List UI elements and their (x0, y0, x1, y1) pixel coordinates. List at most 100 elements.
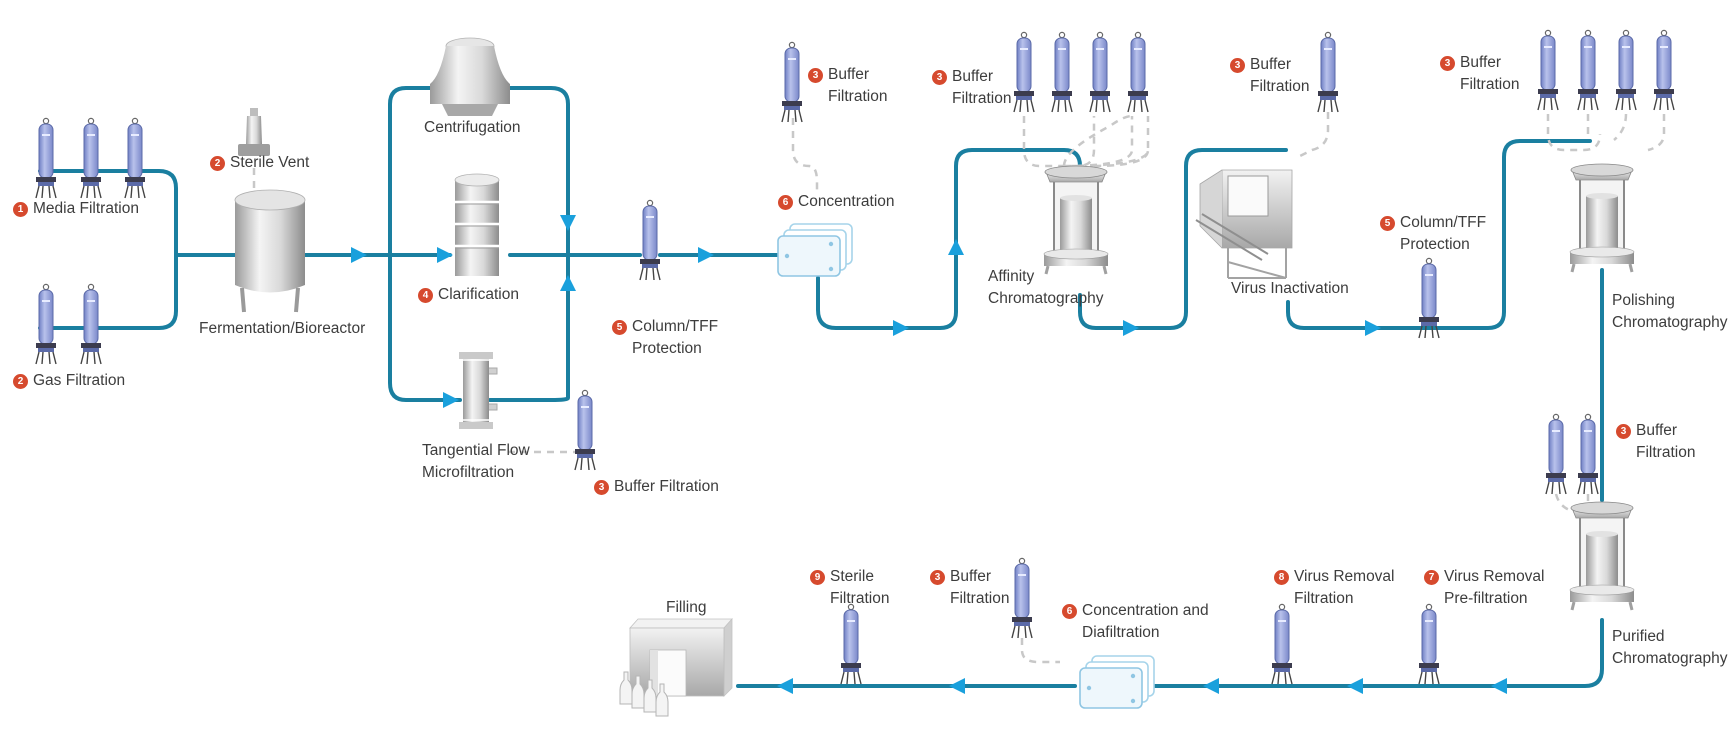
step-badge: 4 (418, 288, 433, 303)
step-badge: 8 (1274, 570, 1289, 585)
step-badge: 5 (612, 320, 627, 335)
flow-arrow (1365, 320, 1381, 336)
label-line: Buffer (828, 66, 870, 83)
filter-cartridge-icon (1545, 413, 1567, 495)
filter-cartridge-icon (1089, 31, 1111, 113)
filter-cartridge-icon (1011, 557, 1033, 639)
flow-arrow (893, 320, 909, 336)
vial-icon (631, 675, 645, 709)
label-line: Protection (1400, 236, 1470, 253)
label-buffer-filtration: 3 Buffer Filtration (808, 64, 887, 108)
label-line: Chromatography (988, 290, 1104, 307)
step-badge: 3 (932, 70, 947, 85)
label-line: Fermentation/Bioreactor (199, 320, 366, 337)
pipe-media-branch (38, 169, 178, 258)
label-line: Filtration (950, 590, 1010, 607)
filter-cartridge-icon (80, 117, 102, 199)
step-badge: 3 (930, 570, 945, 585)
dash-buffer-3 (1022, 114, 1150, 168)
label-virus-removal-prefiltration: 7 Virus Removal Pre-filtration (1424, 566, 1545, 610)
filter-cartridge-icon (124, 117, 146, 199)
step-badge: 9 (810, 570, 825, 585)
vial-icon (643, 679, 657, 713)
pipe-gas-branch (38, 254, 178, 330)
label-clarification: 4 Clarification (418, 284, 519, 306)
label-virus-removal-filtration: 8 Virus Removal Filtration (1274, 566, 1395, 610)
label-line: Virus Removal (1294, 568, 1395, 585)
label-line: Microfiltration (422, 464, 515, 481)
flow-arrow (1491, 678, 1507, 694)
label-line: Buffer Filtration (614, 478, 719, 495)
filter-cartridge-icon (1418, 603, 1440, 685)
chromatography-column-icon (1568, 500, 1636, 612)
label-column-tff-protection: 5 Column/TFF Protection (612, 316, 718, 360)
step-badge: 1 (13, 202, 28, 217)
label-line: Gas Filtration (33, 372, 126, 389)
inactivation-hood-icon (1195, 169, 1293, 279)
label-column-tff-protection: 5 Column/TFF Protection (1380, 212, 1486, 256)
step-badge: 3 (1616, 424, 1631, 439)
label-fermentation: Fermentation/Bioreactor (199, 318, 365, 340)
label-line: Tangential Flow (422, 442, 530, 459)
label-polishing-chromatography: Polishing Chromatography (1612, 290, 1727, 334)
flow-arrow (351, 247, 367, 263)
label-line: Centrifugation (424, 119, 521, 136)
dash-buffer-7 (1020, 638, 1060, 664)
label-line: Purified (1612, 628, 1665, 645)
label-line: Protection (632, 340, 702, 357)
label-line: Column/TFF (1400, 214, 1487, 231)
label-purified-chromatography: Purified Chromatography (1612, 626, 1727, 670)
label-line: Filtration (1250, 78, 1310, 95)
filter-cartridge-icon (1653, 29, 1675, 111)
label-virus-inactivation: Virus Inactivation (1231, 278, 1349, 300)
filter-cartridge-icon (1537, 29, 1559, 111)
label-line: Filtration (828, 88, 888, 105)
pipe-split-bottom (388, 253, 462, 402)
label-line: Polishing (1612, 292, 1675, 309)
filter-cartridge-icon (35, 117, 57, 199)
label-line: Diafiltration (1082, 624, 1160, 641)
flow-arrow (1123, 320, 1139, 336)
label-line: Sterile (830, 568, 874, 585)
label-line: Chromatography (1612, 650, 1728, 667)
label-line: Virus Removal (1444, 568, 1545, 585)
label-line: Chromatography (1612, 314, 1728, 331)
filter-cartridge-icon (781, 41, 803, 123)
filter-cartridge-icon (639, 199, 661, 281)
membrane-cassette-icon (1079, 655, 1155, 709)
step-badge: 3 (1230, 58, 1245, 73)
label-affinity-chromatography: Affinity Chromatography (988, 266, 1103, 310)
label-media-filtration: 1 Media Filtration (13, 198, 139, 220)
label-filling: Filling (666, 597, 706, 619)
flow-arrow (437, 247, 453, 263)
label-line: Media Filtration (33, 200, 139, 217)
label-line: Virus Inactivation (1231, 280, 1349, 297)
chromatography-column-icon (1042, 164, 1110, 276)
step-badge: 3 (808, 68, 823, 83)
label-line: Buffer (1460, 54, 1502, 71)
flow-arrow (1347, 678, 1363, 694)
label-concentration: 6 Concentration (778, 191, 895, 213)
pipe-centrifuge-out (488, 86, 570, 402)
vial-icon (655, 683, 669, 717)
centrifuge-icon (430, 37, 510, 116)
label-line: Filtration (1460, 76, 1520, 93)
flow-arrow (777, 678, 793, 694)
label-line: Filtration (830, 590, 890, 607)
pipe-split-top (388, 86, 452, 257)
flow-arrow (1203, 678, 1219, 694)
step-badge: 3 (1440, 56, 1455, 71)
filter-cartridge-icon (80, 283, 102, 365)
label-line: Sterile Vent (230, 154, 310, 171)
step-badge: 6 (778, 195, 793, 210)
filter-cartridge-icon (1271, 603, 1293, 685)
label-line: Concentration and (1082, 602, 1209, 619)
label-buffer-filtration: 3 Buffer Filtration (1230, 54, 1309, 98)
flow-arrow (698, 247, 714, 263)
label-line: Affinity (988, 268, 1035, 285)
filter-cartridge-icon (1615, 29, 1637, 111)
chromatography-column-icon (1568, 162, 1636, 274)
label-line: Clarification (438, 286, 519, 303)
filter-cartridge-icon (840, 603, 862, 685)
